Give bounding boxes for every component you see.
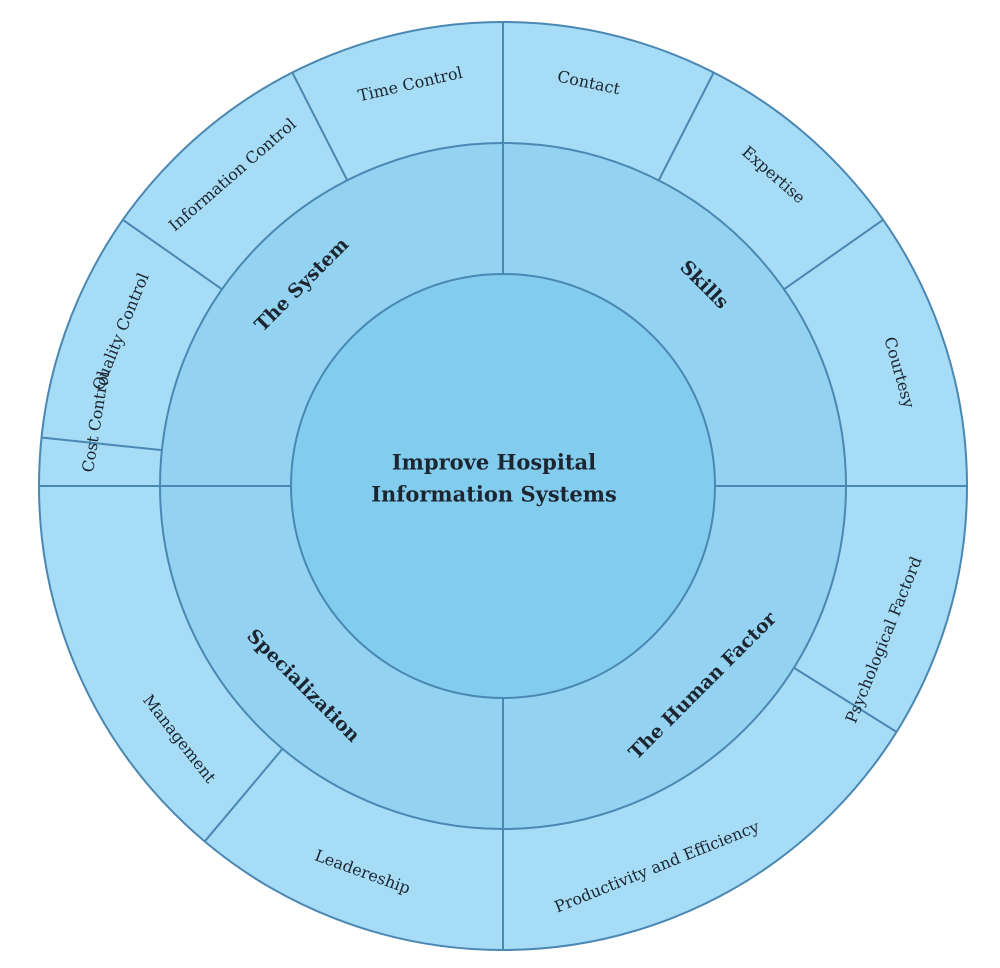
outer-cell-divider <box>793 666 898 733</box>
center-title-line-2: Information Systems <box>371 482 617 507</box>
outer-cell-divider <box>203 748 284 843</box>
center-circle: Improve Hospital Information Systems <box>290 273 716 699</box>
outer-cell-divider <box>41 436 162 452</box>
center-disc <box>290 273 716 699</box>
outer-cell-divider <box>783 219 884 291</box>
outer-cell-divider <box>122 219 223 291</box>
center-title-line-1: Improve Hospital <box>392 450 596 475</box>
outer-cell-divider <box>291 72 349 181</box>
outer-cell-divider <box>657 72 715 181</box>
